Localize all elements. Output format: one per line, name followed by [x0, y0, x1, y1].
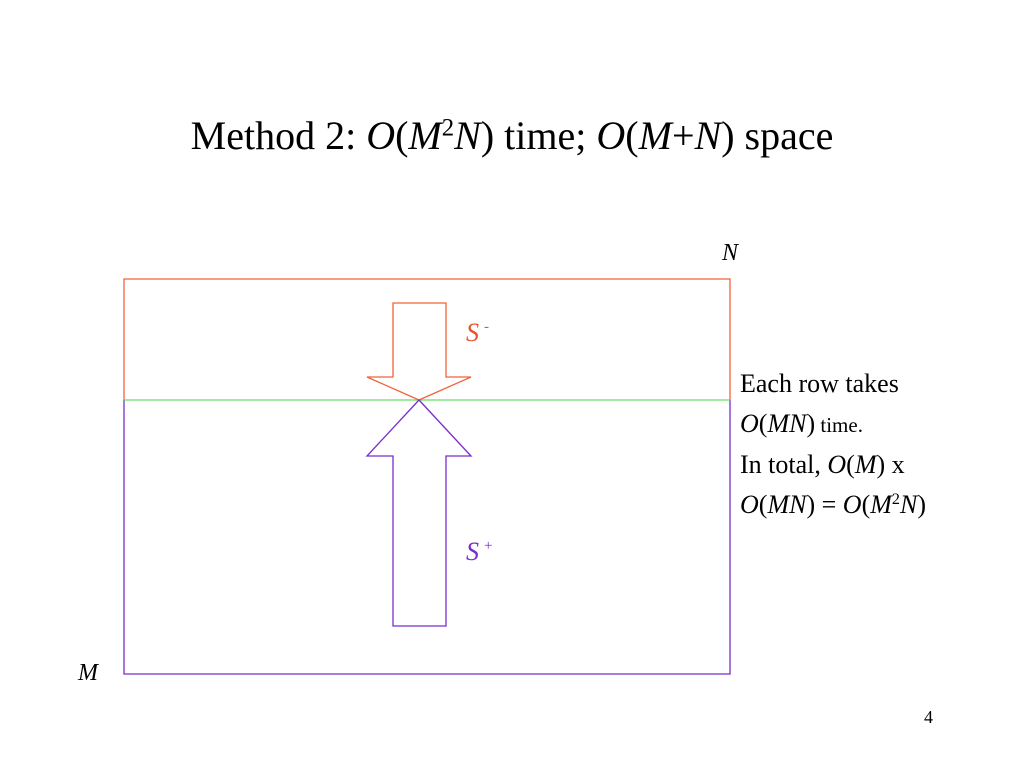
top-region-outline — [123, 278, 731, 400]
note-line-2: O(MN) time. — [740, 409, 863, 438]
slide-title: Method 2: O(M2N) time; O(M+N) space — [190, 113, 834, 158]
complexity-note: Each row takes O(MN) time. In total, O(M… — [740, 364, 926, 525]
page-number: 4 — [924, 707, 933, 727]
up-arrow — [365, 399, 473, 627]
down-arrow — [366, 302, 472, 401]
bottom-region-outline — [123, 400, 731, 675]
note-line-1: Each row takes — [740, 369, 899, 398]
note-line-4: O(MN) = O(M2N) — [740, 490, 926, 519]
s-plus-label: S+ — [466, 537, 493, 566]
s-minus-label: S- — [466, 318, 489, 347]
n-label: N — [722, 240, 739, 266]
note-line-3: In total, O(M) x — [740, 450, 905, 479]
m-label: M — [78, 660, 98, 686]
